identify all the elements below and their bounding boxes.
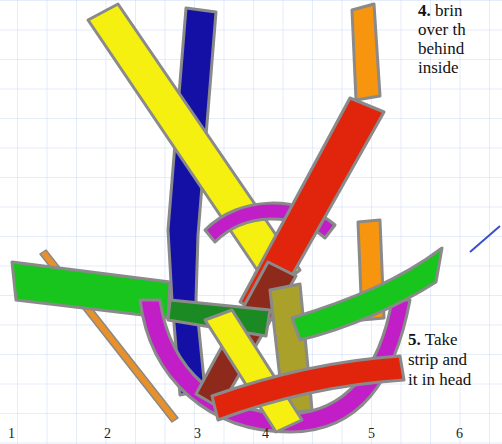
step-text: over th bbox=[418, 20, 466, 39]
grid-number: 1 bbox=[8, 426, 15, 442]
grid-number: 5 bbox=[368, 426, 375, 442]
grid-number: 2 bbox=[104, 426, 111, 442]
step-text: strip and bbox=[408, 350, 467, 369]
blue-line bbox=[470, 226, 500, 252]
woven-strips bbox=[12, 4, 442, 432]
step-text: inside bbox=[418, 58, 459, 77]
step-text: it in head bbox=[408, 370, 471, 389]
grid-number: 3 bbox=[194, 426, 201, 442]
step-text: 4. brin bbox=[418, 1, 462, 20]
step-text: 5. Take bbox=[408, 330, 457, 349]
grid-number: 4 bbox=[262, 426, 269, 442]
grid-number: 6 bbox=[456, 426, 463, 442]
step-text: behind bbox=[418, 39, 464, 58]
